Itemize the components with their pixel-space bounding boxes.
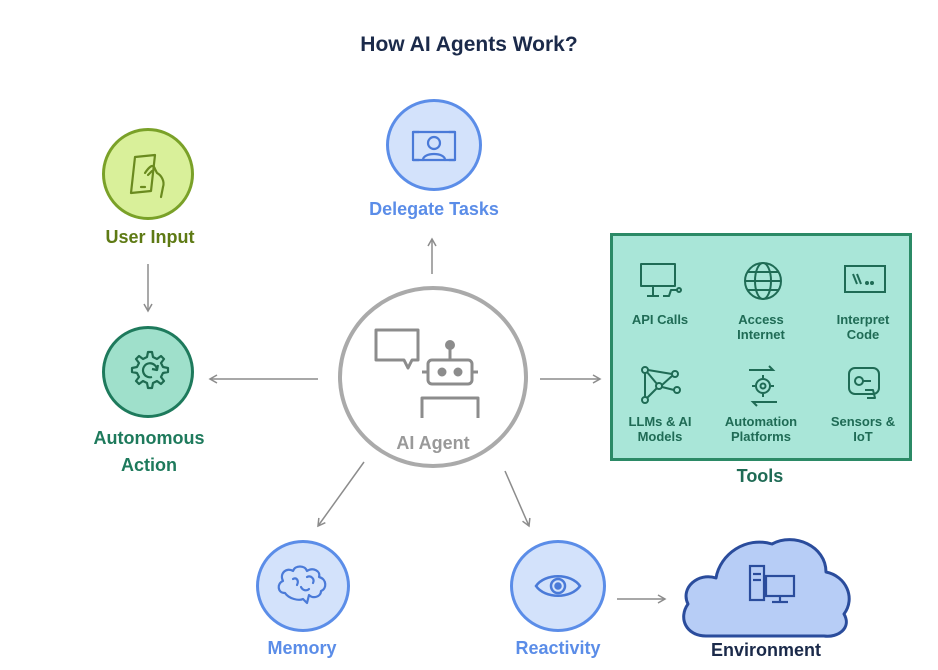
robot-chat-icon [374,328,480,418]
tools-panel: API Calls Access Internet Interpret Code [610,233,912,461]
tool-label-line1: Access [738,312,784,327]
globe-icon [744,262,782,300]
tool-label-line1: LLMs & AI [628,414,692,429]
memory-label: Memory [267,638,337,658]
computer-icon [748,564,796,604]
network-nodes-icon [641,366,681,404]
tool-label-llms: LLMs & AI Models [615,414,705,444]
reactivity-label: Reactivity [515,638,601,658]
ai-agent-node: AI Agent [338,286,528,468]
sensor-chip-icon [848,367,880,399]
autonomous-action-node [102,326,194,418]
delegate-tasks-node [386,99,482,191]
tools-title: Tools [736,466,784,486]
tool-label-line1: API Calls [631,312,689,327]
arrow-agent-to-memory [317,461,365,528]
tool-label-access-internet: Access Internet [716,312,806,342]
tool-label-line1: Automation [724,414,798,429]
hand-tablet-icon [129,153,165,199]
tool-label-line2: Platforms [731,429,791,444]
brain-icon [277,565,327,605]
user-input-label: User Input [105,227,195,247]
presentation-person-icon [411,130,457,162]
environment-label: Environment [710,640,821,660]
tool-label-line2: Internet [737,327,785,342]
environment-cloud-node [682,538,851,638]
tool-label-automation: Automation Platforms [716,414,806,444]
memory-node [256,540,350,632]
monitor-api-icon [640,263,682,297]
delegate-tasks-label: Delegate Tasks [369,199,499,219]
tool-label-sensors: Sensors & IoT [818,414,908,444]
eye-icon [534,575,582,597]
ai-agent-label: AI Agent [396,433,470,453]
gear-cycle-icon [130,350,170,390]
automation-gear-icon [749,365,777,407]
tool-label-line2: Code [846,327,880,342]
tool-label-line1: Sensors & [830,414,896,429]
autonomous-action-label-line2: Action [121,455,177,475]
autonomous-action-label-line1: Autonomous [93,428,205,448]
code-window-icon [844,265,886,293]
tool-label-line2: Models [637,429,683,444]
reactivity-node [510,540,606,632]
tool-label-line2: IoT [853,429,873,444]
diagram-title: How AI Agents Work? [360,33,578,56]
arrow-agent-to-reactivity [504,470,531,528]
user-input-node [102,128,194,220]
autonomous-action-label: Autonomous Action [60,425,238,479]
tool-label-api-calls: API Calls [615,312,705,327]
tool-label-line1: Interpret [836,312,890,327]
tool-label-interpret-code: Interpret Code [818,312,908,342]
